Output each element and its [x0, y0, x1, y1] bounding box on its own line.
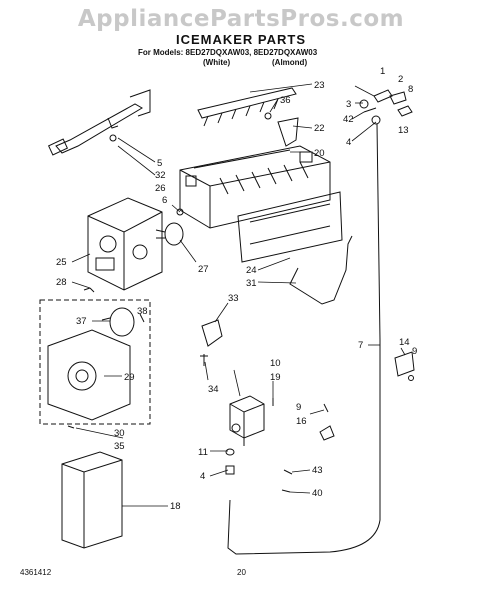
- callout-24: 24: [246, 265, 257, 276]
- callout-34: 34: [208, 384, 219, 395]
- callout-37: 37: [76, 316, 87, 327]
- leader-lines: [71, 83, 406, 507]
- stop-bracket: [277, 117, 299, 147]
- screw-34: [200, 354, 208, 366]
- feeler-arm: [289, 235, 353, 305]
- water-valve: [229, 395, 265, 446]
- callout-labels: 1 2 8 23 36 3 22 42 13 4 20 5 32 26 6 25…: [56, 66, 417, 512]
- callout-1: 1: [380, 66, 385, 77]
- motor-37: [101, 307, 135, 337]
- callout-33: 33: [228, 293, 239, 304]
- callout-4-lower: 4: [200, 471, 205, 482]
- site-watermark: AppliancePartsPros.com: [77, 6, 405, 32]
- footer-code: 4361412: [20, 568, 52, 577]
- screw-28: [83, 287, 95, 293]
- screw-9-right: [408, 375, 414, 381]
- variant-white: (White): [203, 58, 231, 67]
- screw-26: [176, 208, 184, 216]
- screw-38: [139, 313, 145, 323]
- variant-almond: (Almond): [272, 58, 308, 67]
- callout-43: 43: [312, 465, 323, 476]
- mold-shield: [237, 191, 343, 263]
- ejector-blade: [197, 87, 297, 127]
- callout-26: 26: [155, 183, 166, 194]
- callout-31: 31: [246, 278, 257, 289]
- screw-30: [67, 425, 75, 429]
- callout-6: 6: [162, 195, 167, 206]
- fill-tube: [227, 123, 381, 555]
- callout-35: 35: [114, 441, 125, 452]
- tube-clamp: [394, 351, 415, 377]
- callout-29: 29: [124, 372, 135, 383]
- callout-9-center: 9: [296, 402, 301, 413]
- callout-2: 2: [398, 74, 403, 85]
- callout-11: 11: [198, 447, 208, 458]
- callout-22: 22: [314, 123, 325, 134]
- control-housing: [87, 197, 163, 291]
- callout-14: 14: [399, 337, 410, 348]
- switch-33: [201, 319, 223, 347]
- mounting-plate: [47, 329, 131, 421]
- page-number: 20: [237, 568, 246, 577]
- screw-43: [283, 469, 293, 475]
- callout-16: 16: [296, 416, 307, 427]
- callout-36: 36: [280, 95, 291, 106]
- callout-40: 40: [312, 488, 323, 499]
- callout-9-right: 9: [412, 346, 417, 357]
- callout-38: 38: [137, 306, 148, 317]
- callout-4-upper: 4: [346, 137, 351, 148]
- callout-20: 20: [314, 148, 325, 159]
- ice-bin-block: [61, 451, 123, 549]
- screw-40: [281, 489, 291, 493]
- callout-7: 7: [358, 340, 363, 351]
- callout-42: 42: [343, 114, 354, 125]
- callout-8: 8: [408, 84, 413, 95]
- callout-5: 5: [157, 158, 162, 169]
- clip-16: [319, 425, 335, 441]
- callout-13: 13: [398, 125, 409, 136]
- screw-9-center: [323, 403, 329, 413]
- callout-32: 32: [155, 170, 166, 181]
- subassembly-outline: [39, 299, 151, 425]
- icemaker-mold: [179, 145, 331, 229]
- callout-19: 19: [270, 372, 281, 383]
- callout-25: 25: [56, 257, 67, 268]
- grommet-11: [225, 448, 235, 456]
- callout-3: 3: [346, 99, 351, 110]
- callout-27: 27: [198, 264, 209, 275]
- harness-assembly: [47, 89, 151, 156]
- nut-4-lower: [225, 465, 235, 475]
- inlet-fittings: [359, 89, 413, 125]
- callout-10: 10: [270, 358, 281, 369]
- callout-23: 23: [314, 80, 325, 91]
- screw-36: [264, 112, 272, 120]
- callout-18: 18: [170, 501, 181, 512]
- callout-28: 28: [56, 277, 67, 288]
- motor-27: [155, 222, 184, 246]
- models-line: For Models: 8ED27DQXAW03, 8ED27DQXAW03: [138, 48, 318, 57]
- callout-30: 30: [114, 428, 125, 439]
- diagram-title: ICEMAKER PARTS: [175, 32, 307, 47]
